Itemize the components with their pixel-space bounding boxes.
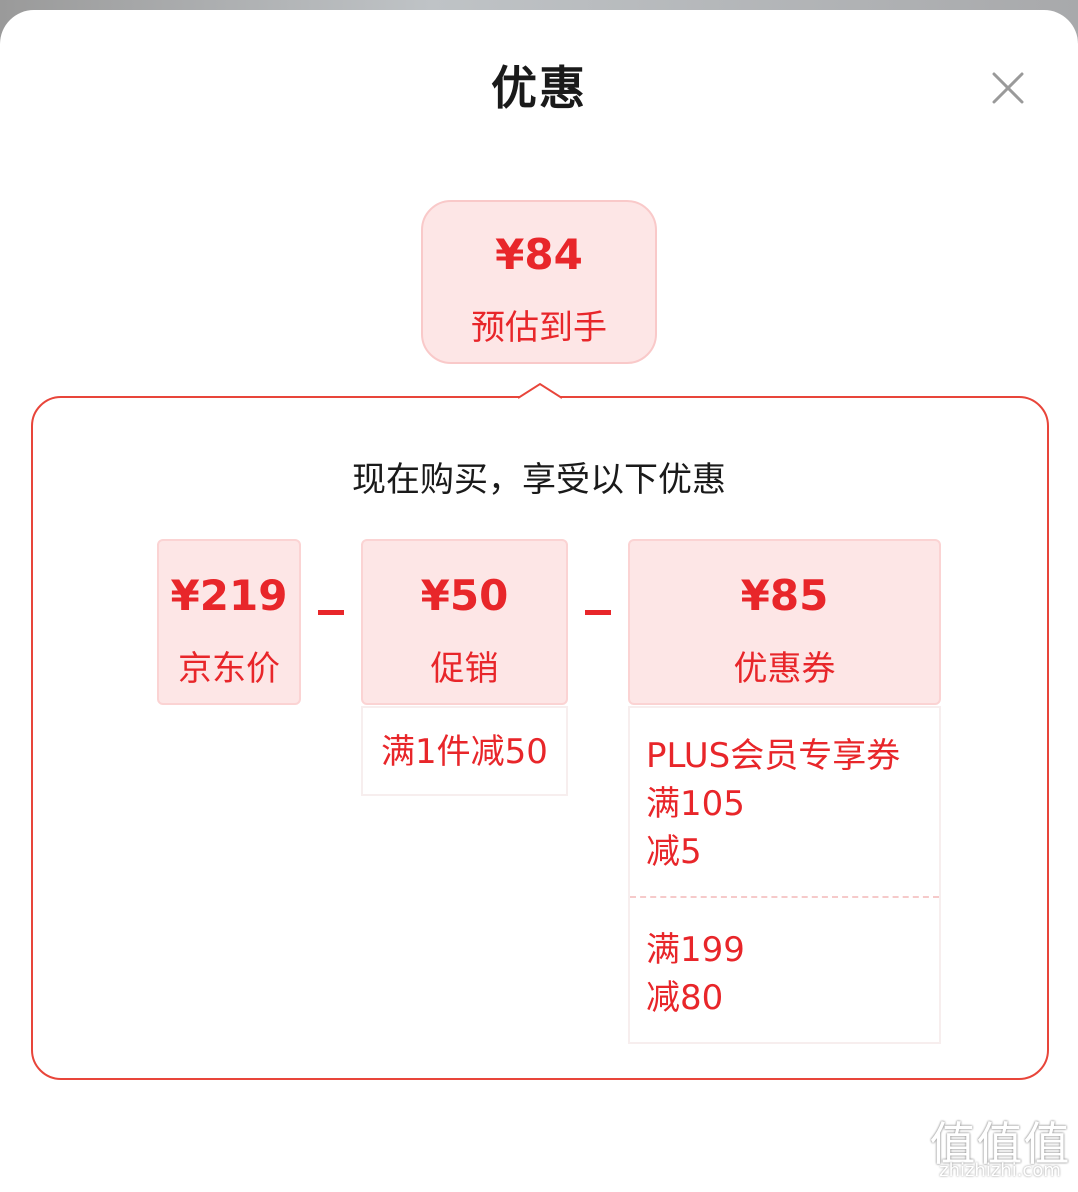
jd-price-tile: ¥219 京东价 [157,539,301,705]
coupon-item-discount: 减80 [646,978,724,1018]
watermark-domain: zhizhizhi.com [939,1160,1061,1181]
jd-price-value: ¥219 [170,571,288,620]
sheet-title: 优惠 [491,61,587,115]
estimated-price: ¥84 [495,230,583,279]
minus-operator [585,610,611,615]
coupon-item: 满199 减80 [646,926,936,1022]
coupon-item: PLUS会员专享券 满105 减5 [646,732,936,876]
minus-operator [318,610,344,615]
coupon-item-discount: 减5 [646,832,702,872]
panel-pointer [518,382,562,400]
jd-price-label: 京东价 [178,649,280,689]
promotion-detail-text: 满1件减50 [381,732,548,772]
promotion-detail: 满1件减50 [361,706,568,796]
promotion-value: ¥50 [420,571,509,620]
watermark-logo: 值值值 zhizhizhi.com [926,1108,1074,1188]
coupon-label: 优惠券 [733,649,836,689]
promotion-label: 促销 [430,649,499,689]
coupon-tile: ¥85 优惠券 [628,539,941,705]
promotion-tile: ¥50 促销 [361,539,568,705]
coupon-item-threshold: 满105 [646,784,745,824]
coupon-value: ¥85 [740,571,829,620]
coupon-item-threshold: 满199 [646,930,745,970]
watermark-glyphs: 值值值 [929,1117,1071,1171]
close-icon [992,72,1024,104]
estimated-price-box: ¥84 预估到手 [421,200,657,364]
panel-heading: 现在购买，享受以下优惠 [352,460,726,500]
estimated-price-label: 预估到手 [471,308,607,348]
coupon-item-name: PLUS会员专享券 [646,736,901,776]
coupon-detail-list: PLUS会员专享券 满105 减5 满199 减80 [628,706,941,1044]
close-button[interactable] [984,64,1032,112]
coupon-divider [630,896,939,898]
